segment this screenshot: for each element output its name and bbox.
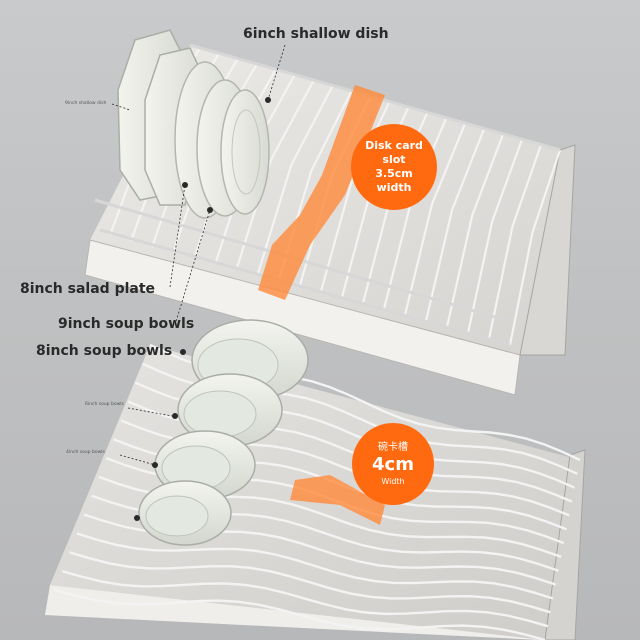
- badge-line: Disk card: [365, 139, 423, 152]
- label-8inch-salad-plate: 8inch salad plate: [20, 281, 156, 297]
- top-tray-front-edge: [84, 239, 521, 396]
- leader-dot: [152, 462, 158, 468]
- bottom-leader-lines: [119, 407, 173, 466]
- label-8inch-soup-bowls: 8inch soup bowls: [36, 343, 173, 359]
- leader-dot: [172, 413, 178, 419]
- bowl-slot-width-badge: 碗卡槽 4cm Width: [352, 423, 434, 505]
- badge-line: 3.5cm: [375, 167, 413, 180]
- rack-wire: [424, 128, 486, 323]
- label-9inch-shallow-dish: 9inch shallow dish: [65, 101, 107, 106]
- rack-wire: [54, 588, 546, 640]
- rack-wire: [466, 138, 524, 334]
- rack-wire: [69, 551, 551, 614]
- label-6inch-shallow-dish: 6inch shallow dish: [243, 26, 389, 42]
- round-plate-3: [220, 89, 270, 215]
- rack-wire: [403, 122, 467, 317]
- rack-wire: [445, 133, 505, 328]
- rack-wire: [61, 570, 549, 628]
- rack-wire: [235, 79, 315, 271]
- badge-line: slot: [382, 153, 406, 166]
- label-4inch-soup-bowls: 4inch soup bowls: [66, 450, 105, 455]
- bowl-4: [138, 480, 232, 546]
- leader-dot: [207, 207, 213, 213]
- top-tray-right-rail: [519, 144, 576, 356]
- round-plate-3-inner: [231, 109, 261, 195]
- label-6inch-soup-bowls: 6inch soup bowls: [85, 402, 124, 407]
- label-9inch-soup-bowls: 9inch soup bowls: [58, 316, 195, 332]
- leader-dot: [134, 515, 140, 521]
- badge-line: Width: [381, 477, 405, 486]
- badge-line: 碗卡槽: [378, 442, 408, 453]
- bottom-tray-right-rail: [544, 449, 586, 640]
- leader-dot: [265, 97, 271, 103]
- rack-wire: [76, 532, 554, 600]
- bottom-rack: [45, 319, 586, 640]
- top-rack: [84, 29, 576, 396]
- bottom-slot-highlight: [290, 475, 385, 525]
- rack-wire: [256, 85, 334, 276]
- badge-line: width: [376, 181, 412, 194]
- top-plates: [117, 29, 270, 219]
- leader-dot: [182, 182, 188, 188]
- badge-line: 4cm: [372, 454, 414, 475]
- top-slot-highlight: [258, 85, 385, 300]
- disk-slot-width-badge: Disk card slot 3.5cm width: [351, 124, 437, 210]
- bottom-bowls: [138, 319, 309, 546]
- rack-wire: [508, 149, 562, 346]
- leader-dot: [180, 349, 186, 355]
- rack-wire: [487, 144, 543, 340]
- top-leader-lines: [111, 44, 286, 326]
- bowl-2: [177, 373, 283, 447]
